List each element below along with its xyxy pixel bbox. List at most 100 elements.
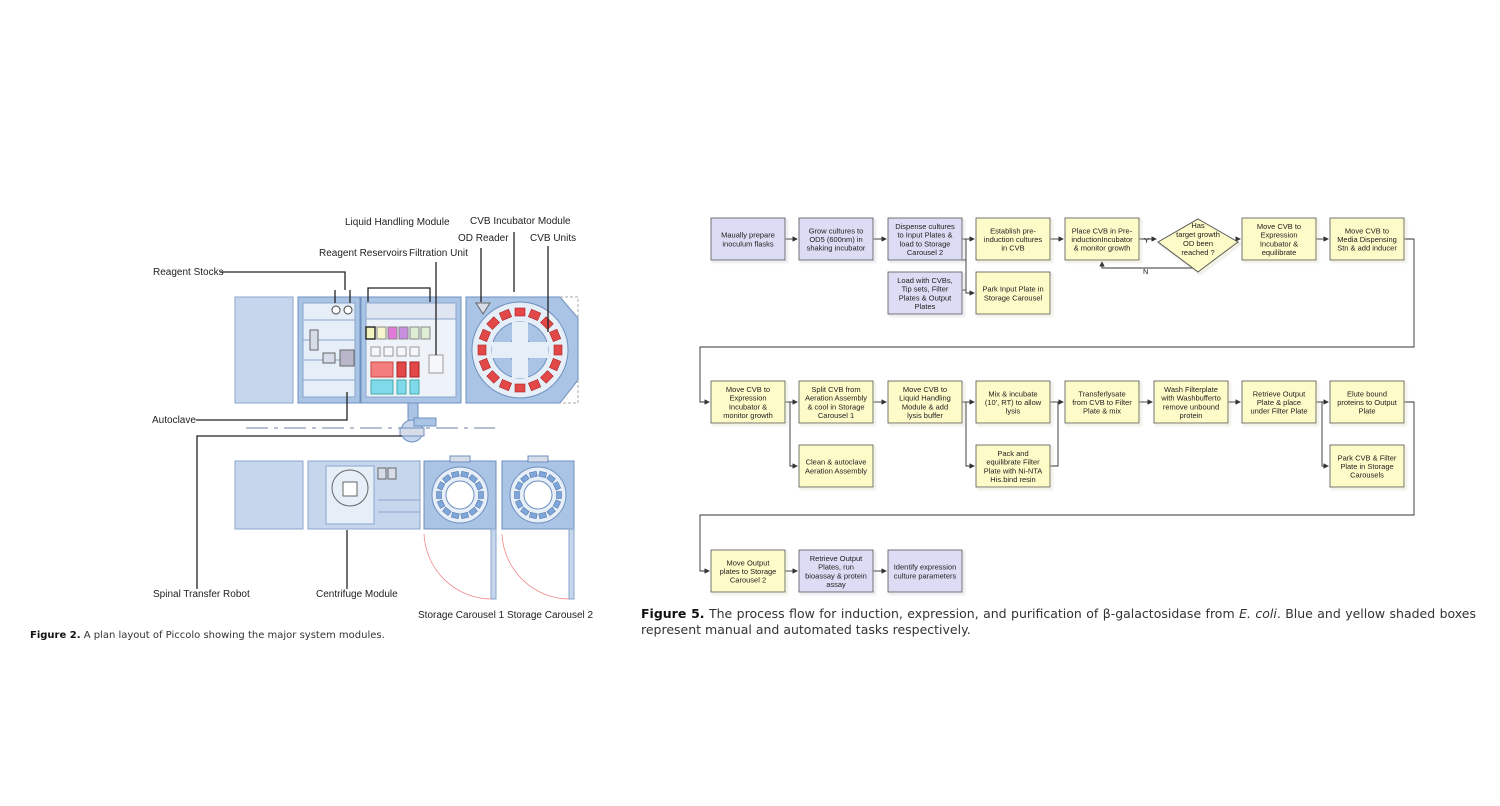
flow-connector bbox=[1050, 402, 1059, 467]
decision-line-2: target growth bbox=[1176, 230, 1220, 239]
process-box-10-line: Incubator & bbox=[729, 402, 767, 411]
figure-5-caption-species: E. coli bbox=[1239, 606, 1277, 621]
carousel-slot bbox=[552, 499, 562, 509]
cvb-unit bbox=[527, 308, 542, 321]
flow-connector bbox=[965, 402, 975, 469]
flow-connector bbox=[1099, 261, 1199, 272]
label-spinal-transfer-robot: Spinal Transfer Robot bbox=[153, 589, 250, 600]
decision-line-3: OD been bbox=[1183, 239, 1213, 248]
cvb-unit bbox=[498, 379, 513, 392]
process-box-3-line: Dispense cultures bbox=[895, 222, 955, 231]
cvb-unit bbox=[478, 328, 491, 343]
process-box-4-line: induction cultures bbox=[984, 235, 1043, 244]
figure-5-caption-text-2: . Blue and yellow shaded boxes represent… bbox=[641, 606, 1476, 637]
process-box-21-line: Carousel 2 bbox=[730, 576, 766, 585]
carousel-slot bbox=[468, 474, 478, 484]
process-box-15-line: protein bbox=[1180, 411, 1203, 420]
process-box-5-line: Place CVB in Pre- bbox=[1072, 226, 1133, 235]
carousel-hub bbox=[445, 480, 475, 510]
process-box-3-line: load to Storage bbox=[900, 239, 951, 248]
process-box-22-line: Retrieve Output bbox=[810, 554, 863, 563]
cvb-unit bbox=[514, 383, 526, 393]
spinal-transfer-robot-icon bbox=[399, 402, 437, 443]
process-box-22-line: assay bbox=[826, 580, 846, 589]
carousel-slot bbox=[529, 471, 538, 479]
process-box-18-line: Aeration Assembly bbox=[805, 466, 867, 475]
process-box-8-line: Plates bbox=[915, 302, 936, 311]
flow-connector bbox=[789, 402, 798, 469]
figure-5-caption-text: The process flow for induction, expressi… bbox=[708, 606, 1235, 621]
process-box-11-line: Carousel 1 bbox=[818, 411, 854, 420]
process-box-5: Place CVB in Pre-inductionIncubator& mon… bbox=[1064, 217, 1140, 261]
label-autoclave: Autoclave bbox=[152, 415, 196, 426]
process-box-7-line: Media Dispensing bbox=[1337, 235, 1397, 244]
process-box-11-line: Split CVB from bbox=[811, 385, 860, 394]
carousel-slot bbox=[529, 511, 538, 519]
module-left-panel bbox=[234, 296, 294, 404]
process-box-10-line: Expression bbox=[729, 394, 766, 403]
process-box-3-line: to Input Plates & bbox=[897, 231, 952, 240]
carousel-slot bbox=[451, 511, 460, 519]
decision-yes-label: Y bbox=[1144, 236, 1149, 245]
process-box-15-line: Wash Filterplate bbox=[1164, 385, 1218, 394]
process-box-9-line: Storage Carousel bbox=[984, 293, 1043, 302]
process-box-8-line: Load with CVBs, bbox=[897, 276, 952, 285]
process-box-12-line: lysis buffer bbox=[907, 411, 943, 420]
process-box-17-line: proteins to Output bbox=[1337, 398, 1398, 407]
cvb-unit bbox=[498, 308, 513, 321]
cvb-unit bbox=[540, 370, 554, 384]
cvb-unit bbox=[549, 357, 562, 372]
process-box-11-line: Aeration Assembly bbox=[805, 394, 867, 403]
process-box-21-line: Move Output bbox=[727, 558, 771, 567]
process-box-4-line: in CVB bbox=[1001, 244, 1024, 253]
process-box-5-line: & monitor growth bbox=[1074, 244, 1131, 253]
carousel-slot bbox=[538, 511, 547, 519]
process-box-9-line: Park Input Plate in bbox=[982, 285, 1043, 294]
process-box-1-line: Maually prepare bbox=[721, 231, 775, 240]
carousel-hub bbox=[523, 480, 553, 510]
cvb-unit bbox=[477, 344, 487, 356]
cvb-unit bbox=[553, 344, 563, 356]
process-box-7-line: Stn & add inducer bbox=[1337, 244, 1397, 253]
label-reagent-reservoirs: Reagent Reservoirs bbox=[319, 248, 407, 259]
process-box-23-line: culture parameters bbox=[894, 571, 957, 580]
carousel-slot bbox=[546, 506, 556, 516]
flow-connector bbox=[699, 401, 1415, 574]
carousel-slot bbox=[552, 481, 562, 491]
process-box-8-line: Plates & Output bbox=[899, 293, 952, 302]
process-box-6-line: equilibrate bbox=[1262, 248, 1297, 257]
cvb-unit bbox=[549, 328, 562, 343]
carousel-slot bbox=[474, 481, 484, 491]
carousel-slot bbox=[514, 491, 520, 499]
process-box-20-line: Carousels bbox=[1350, 471, 1384, 480]
figure-2-caption-label: Figure 2. bbox=[30, 630, 81, 641]
process-box-17-line: Plate bbox=[1358, 407, 1375, 416]
carousel-slot bbox=[514, 499, 524, 509]
decision-line-4: reached ? bbox=[1181, 248, 1214, 257]
carousel-slot bbox=[468, 506, 478, 516]
process-box-3-line: Carousel 2 bbox=[907, 248, 943, 257]
process-box-2-line: OD5 (600nm) in bbox=[809, 235, 862, 244]
process-box-12-line: Module & add bbox=[902, 402, 948, 411]
process-box-8-line: Tip sets, Filter bbox=[902, 285, 949, 294]
label-od-reader: OD Reader bbox=[458, 233, 509, 244]
process-box-2-line: Grow cultures to bbox=[809, 226, 864, 235]
process-box-14-line: Plate & mix bbox=[1083, 407, 1121, 416]
figure-2-caption-text: A plan layout of Piccolo showing the maj… bbox=[83, 630, 385, 641]
flow-connector bbox=[965, 239, 975, 296]
carousel-slot bbox=[520, 506, 530, 516]
label-reagent-stocks: Reagent Stocks bbox=[153, 267, 224, 278]
process-box-10-line: Move CVB to bbox=[726, 385, 770, 394]
